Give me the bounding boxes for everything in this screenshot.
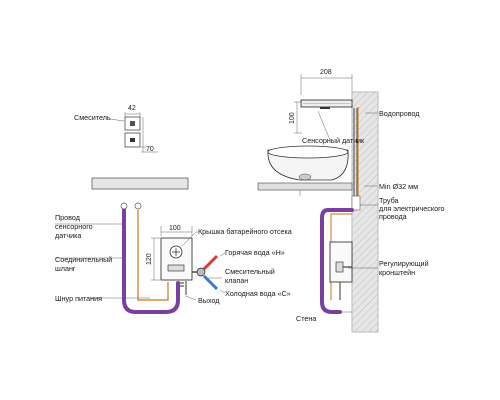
wall: [351, 91, 379, 333]
cold-water-label: Холодная вода «C»: [225, 289, 291, 298]
sensor-wire: [137, 210, 169, 301]
bracket-label-1: Регулирующий: [379, 259, 429, 268]
mounting-plate: [91, 177, 189, 190]
outlet-label: Выход: [198, 296, 220, 305]
control-box-assembly: 100 120: [55, 202, 226, 314]
cold-water-pipe: [202, 274, 219, 291]
water-supply-label: Водопровод: [379, 109, 420, 118]
mixer-width-dim: 42: [128, 105, 136, 112]
battery-cover-label: Крышка батарейного отсека: [198, 227, 292, 236]
mixing-valve: [196, 267, 206, 277]
control-box: [160, 237, 193, 281]
electrical-pipe-label-1: Труба: [379, 196, 399, 205]
bracket-label-2: кронштейн: [379, 268, 415, 277]
electrical-pipe-label-3: провода: [379, 212, 407, 221]
mixer-sensor-square: [130, 121, 135, 126]
mixer-depth-dim: 70: [146, 146, 154, 153]
power-cord-label: Шнур питания: [55, 294, 102, 303]
connecting-hose-label-2: шланг: [55, 264, 76, 273]
sensor-wire-label-3: датчика: [55, 231, 81, 240]
connecting-hose-label-1: Соединительный: [55, 255, 112, 264]
mixing-valve-label-1: Смесительный: [225, 267, 275, 276]
touch-sensor-label: Сенсорный датчик: [302, 136, 365, 145]
min-diameter-label: Min Ø32 мм: [379, 182, 418, 191]
electrical-pipe: [351, 195, 361, 211]
sensor-wire-label-2: сенсорного: [55, 222, 93, 231]
touch-sensor-mark: [320, 107, 330, 109]
wall-installation-view: 208 100: [257, 69, 379, 333]
mixing-valve-label-2: клапан: [225, 276, 248, 285]
hot-water-pipe: [202, 254, 219, 271]
spout-reach-dim: 208: [320, 69, 332, 76]
hot-water-label: Горячая вода «H»: [225, 248, 285, 257]
wall-label: Стена: [296, 314, 316, 323]
spout-height-dim: 100: [289, 112, 296, 124]
sensor-wire-label-1: Провод: [55, 213, 81, 222]
mixer-top-view: 42 70 Смеситель: [74, 105, 158, 153]
connecting-hose: [122, 208, 180, 314]
mixer-label: Смеситель: [74, 113, 111, 122]
box-height-dim: 120: [146, 253, 153, 265]
electrical-pipe-label-2: для электрического: [379, 204, 445, 213]
box-width-dim: 100: [169, 225, 181, 232]
countertop: [257, 182, 353, 191]
